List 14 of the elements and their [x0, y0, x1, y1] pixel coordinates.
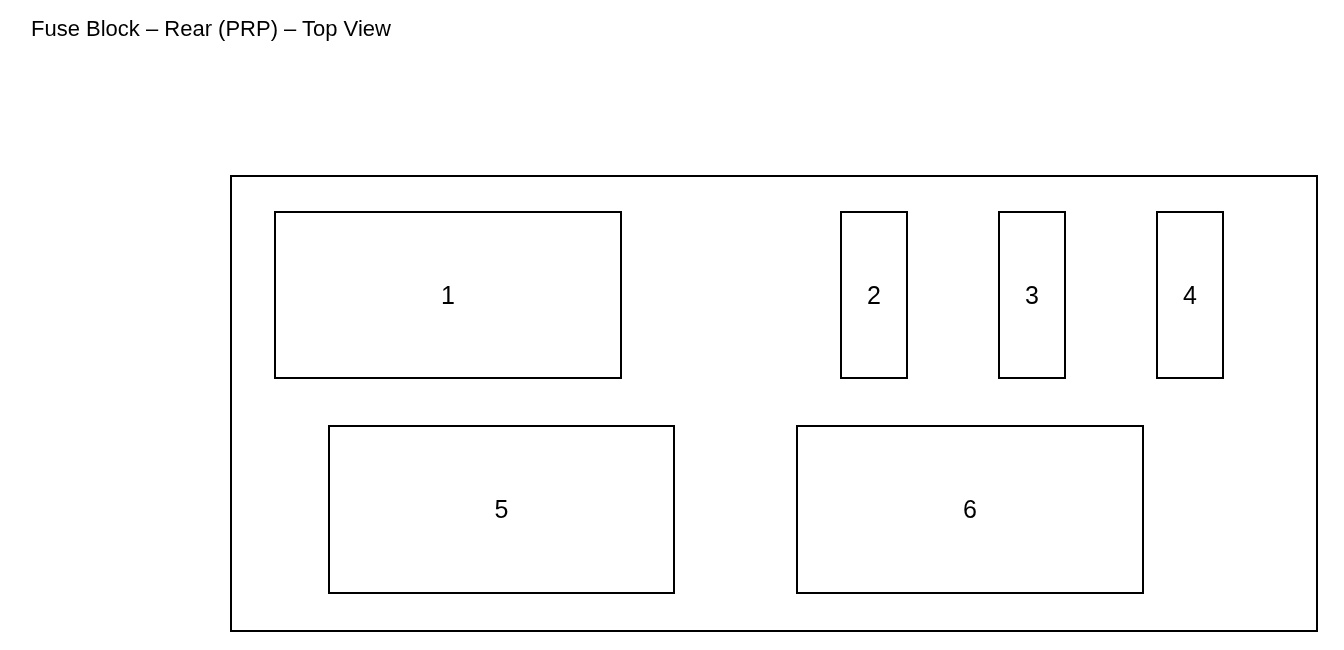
slot-number: 4: [1183, 280, 1197, 310]
fuse-block-outline: [230, 175, 1318, 632]
slot-number: 1: [441, 280, 455, 310]
slot-outline: [1156, 211, 1224, 379]
slot-outline: [840, 211, 908, 379]
slot-outline: [274, 211, 622, 379]
slot-number: 2: [867, 280, 881, 310]
slot-outline: [998, 211, 1066, 379]
diagram-title: Fuse Block – Rear (PRP) – Top View: [31, 16, 391, 42]
slot-number: 6: [963, 495, 977, 524]
slot-number: 5: [494, 495, 509, 524]
slot-outline: [796, 425, 1144, 594]
slot-outline: [328, 425, 675, 594]
slot-number: 3: [1025, 280, 1039, 310]
